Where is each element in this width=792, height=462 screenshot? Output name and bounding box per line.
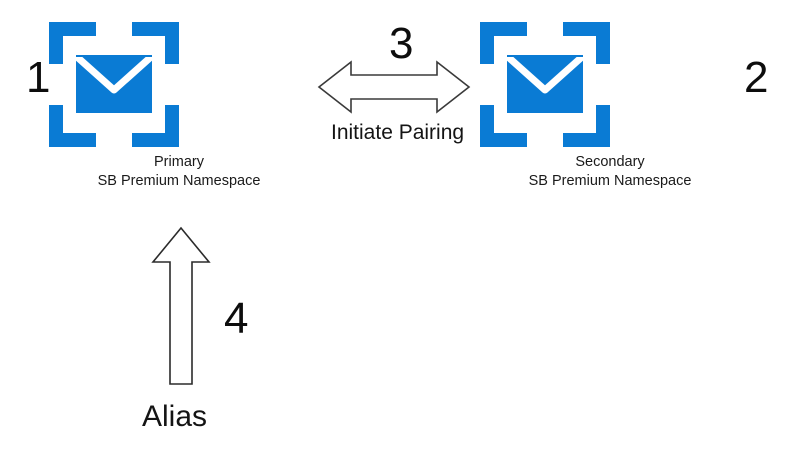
node-secondary-title: Secondary [575, 154, 645, 170]
service-bus-namespace-icon [49, 22, 309, 147]
step-number-1: 1 [26, 53, 51, 102]
node-primary-title: Primary [154, 154, 204, 170]
connector-label-alias: Alias [142, 400, 208, 433]
node-primary-caption: Primary SB Premium Namespace [49, 153, 309, 191]
node-secondary-caption: Secondary SB Premium Namespace [480, 153, 740, 191]
step-number-4: 4 [224, 294, 249, 343]
step-number-2: 2 [744, 53, 769, 102]
up-arrow-icon [151, 226, 211, 386]
node-primary-namespace[interactable]: Primary SB Premium Namespace [49, 22, 309, 191]
service-bus-namespace-icon [480, 22, 740, 147]
node-secondary-namespace[interactable]: Secondary SB Premium Namespace [480, 22, 740, 191]
node-primary-subtitle: SB Premium Namespace [97, 173, 261, 189]
node-secondary-subtitle: SB Premium Namespace [528, 173, 692, 189]
connector-label-initiate-pairing: Initiate Pairing [331, 121, 465, 144]
step-number-3: 3 [389, 19, 414, 68]
double-headed-horizontal-arrow-icon [317, 60, 471, 114]
